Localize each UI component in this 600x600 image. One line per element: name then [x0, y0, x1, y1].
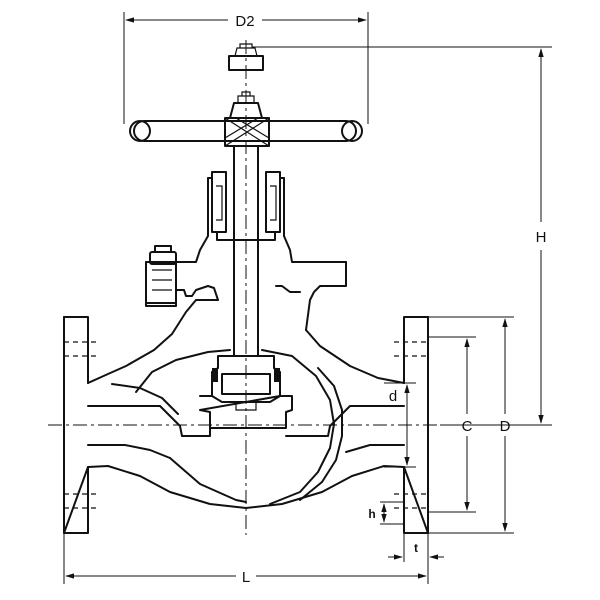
dimension-d: D — [428, 316, 514, 534]
dimension-t: t — [388, 533, 444, 562]
valve-body — [63, 299, 429, 534]
stem-cap-nut — [228, 43, 264, 71]
handwheel-right-end — [341, 120, 363, 142]
dimension-c: C — [428, 336, 476, 513]
label-t: t — [414, 541, 418, 555]
yoke — [152, 171, 347, 263]
dimension-h: H — [252, 46, 552, 426]
bonnet-flange — [145, 245, 347, 331]
hub-cross-hatch — [224, 117, 270, 147]
label-d2: D2 — [235, 13, 254, 30]
centerlines — [48, 40, 440, 535]
handwheel-left-end — [129, 120, 151, 142]
side-plug — [145, 261, 177, 307]
left-flange — [63, 316, 89, 534]
label-bore: d — [389, 388, 397, 405]
dimension-l: L — [63, 533, 429, 586]
handwheel-bar — [133, 120, 357, 142]
label-d: D — [500, 418, 511, 435]
dimension-h-small: h — [368, 501, 404, 525]
label-c: C — [462, 418, 473, 435]
label-h-small: h — [368, 507, 375, 521]
dimension-bore: d — [384, 382, 416, 468]
label-h: H — [536, 229, 547, 246]
label-l: L — [242, 569, 250, 586]
disc — [199, 355, 293, 429]
right-flange — [403, 316, 429, 534]
handwheel-nut — [229, 91, 263, 119]
dimension-d2: D2 — [123, 12, 369, 124]
